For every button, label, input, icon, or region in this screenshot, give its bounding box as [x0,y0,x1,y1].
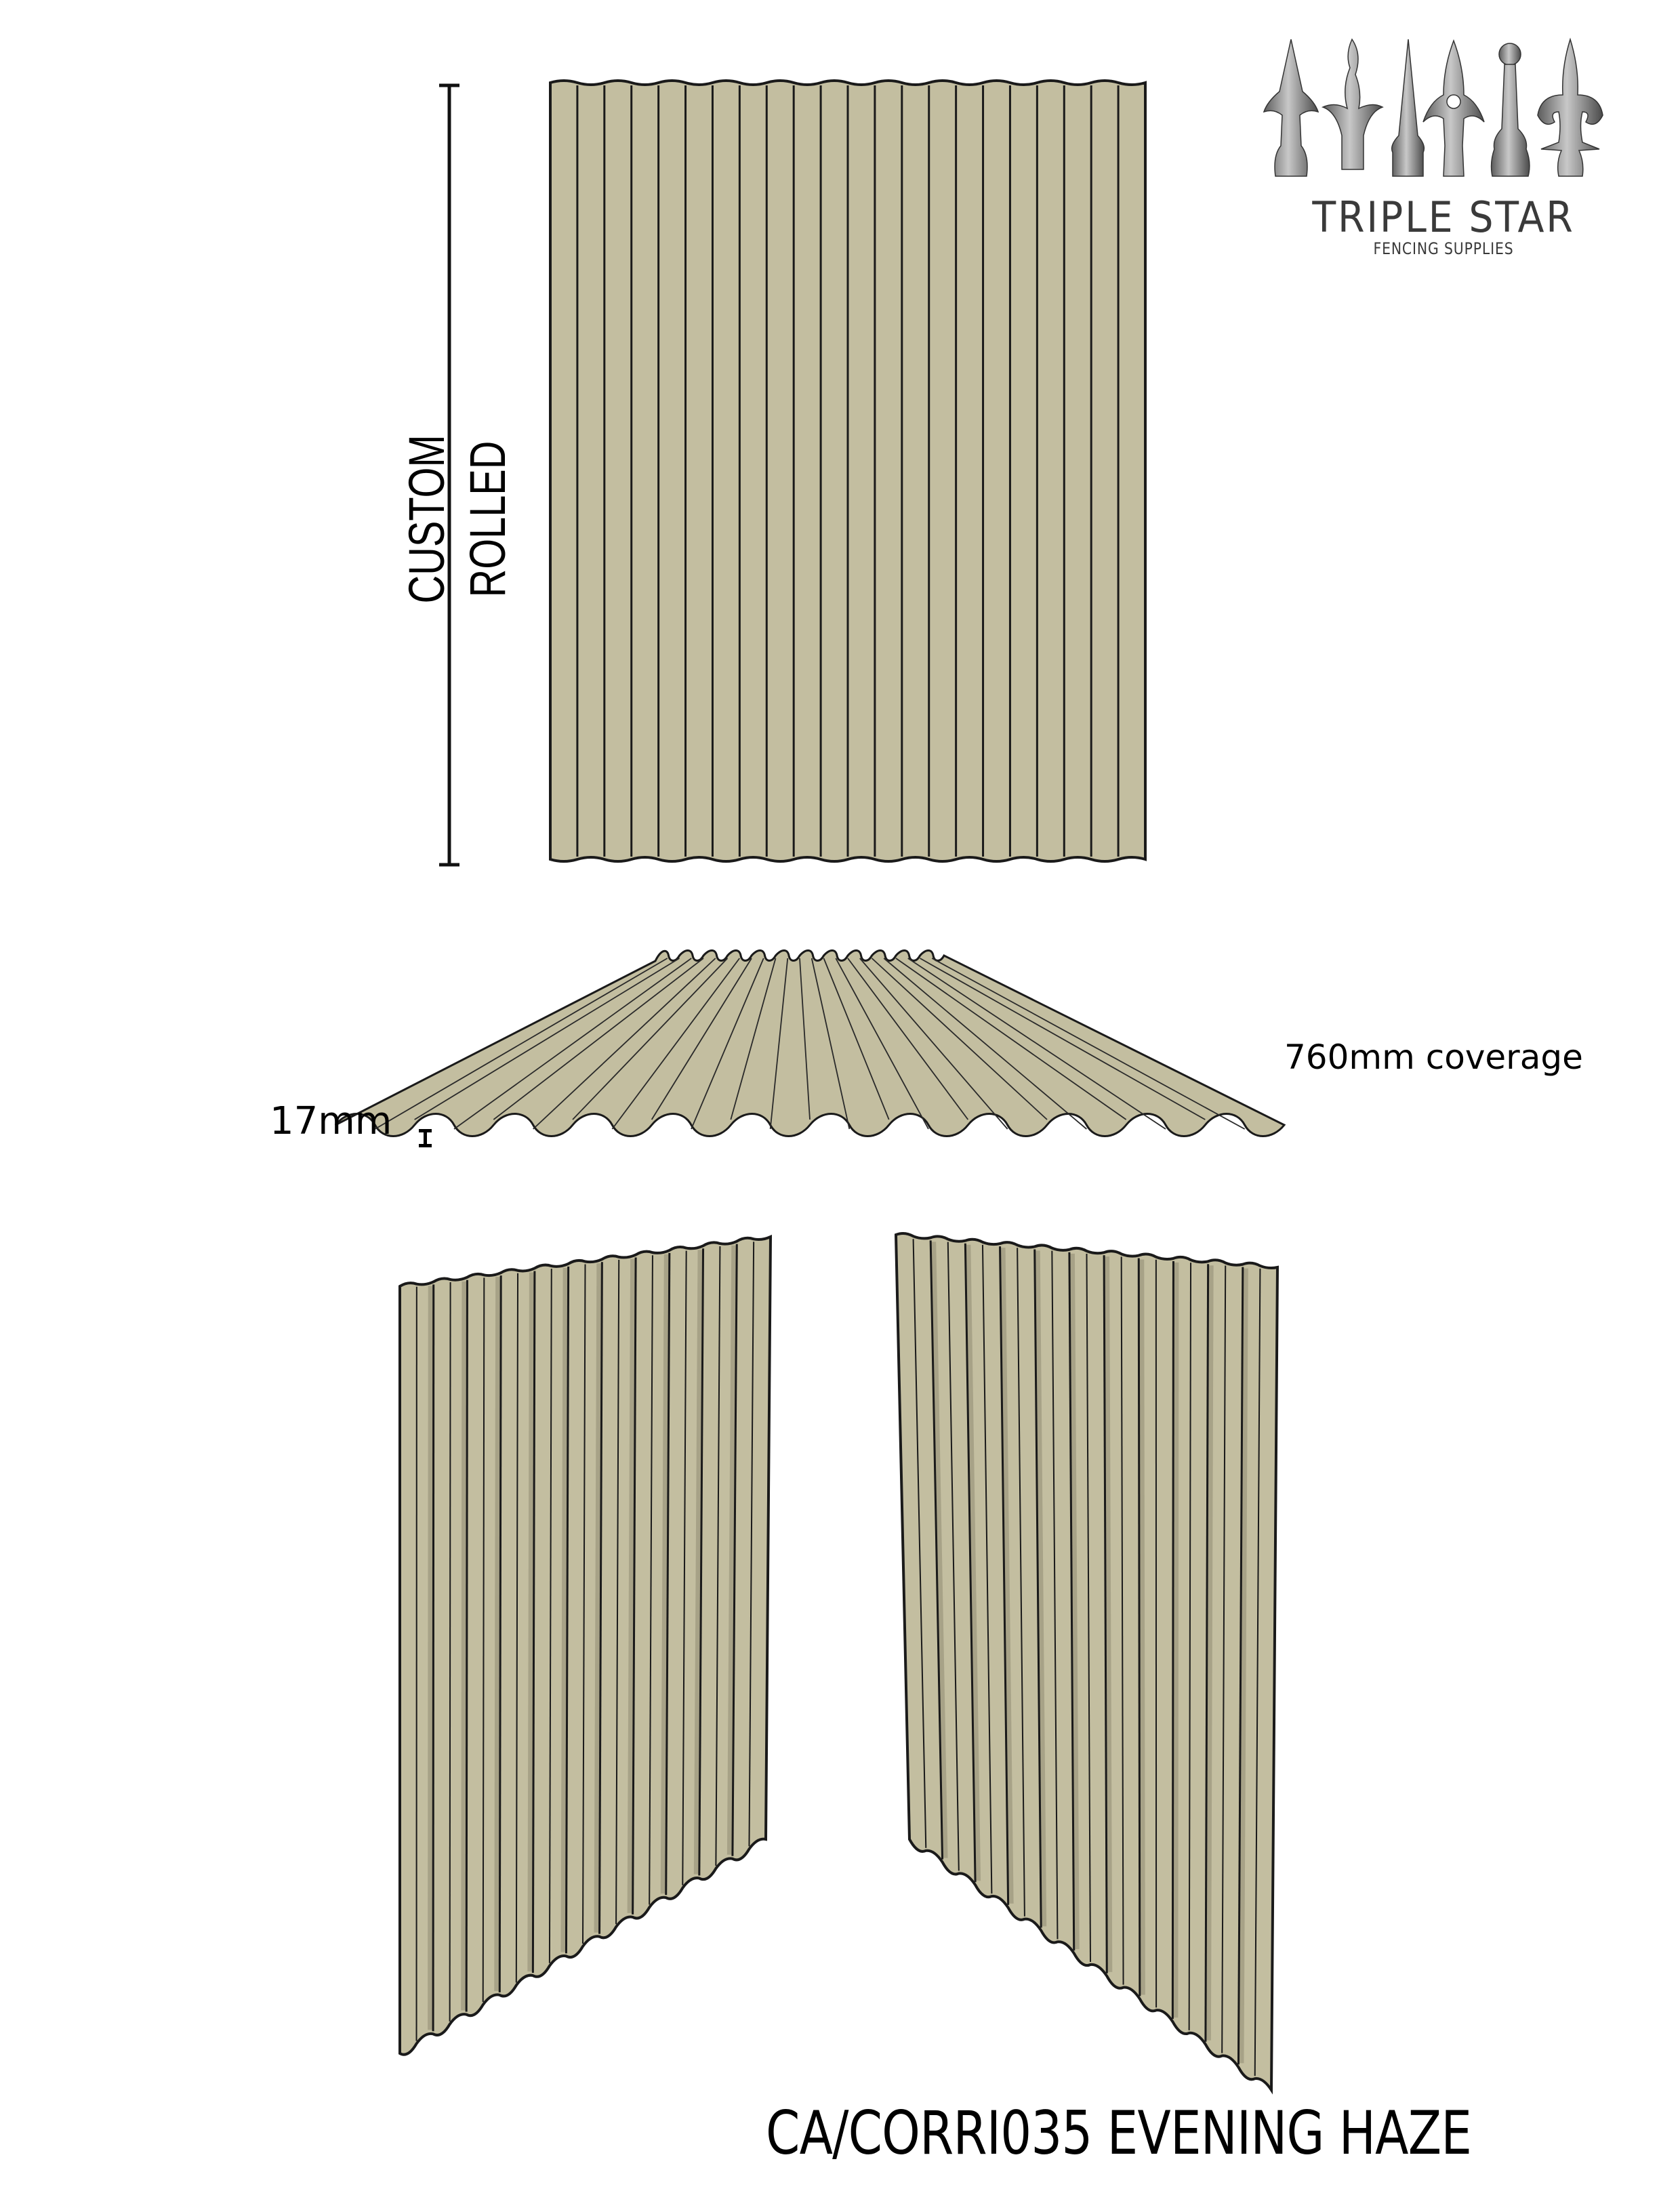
fence-finial-spears-icon [1263,37,1603,177]
brand-tagline: FENCING SUPPLIES [1373,239,1514,258]
product-title: CA/CORRI035 EVENING HAZE [766,2098,1472,2168]
brand-name: TRIPLE STAR [1312,192,1575,242]
brand-logo: TRIPLE STAR FENCING SUPPLIES [1261,27,1626,258]
coverage-label: 760mm coverage [1284,1038,1583,1077]
depth-label: 17mm [270,1099,392,1143]
